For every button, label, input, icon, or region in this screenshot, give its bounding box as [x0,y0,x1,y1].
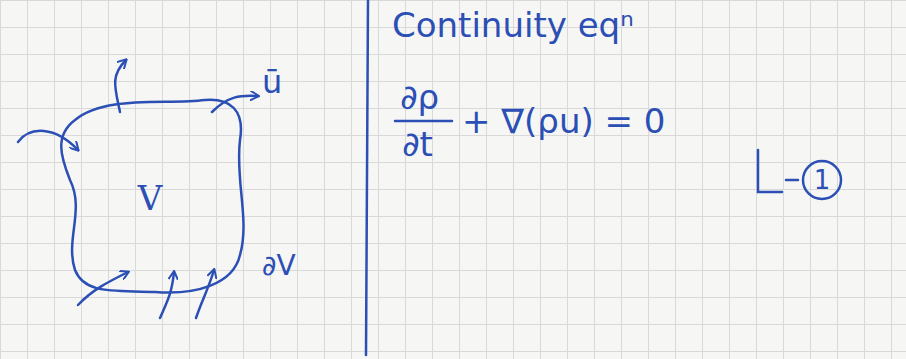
equation-tag-circle [803,161,841,199]
control-volume: V [45,80,255,310]
flux-arrow [18,131,78,150]
flux-arrow [160,272,174,318]
equation-tag-leader [758,150,798,192]
fraction-denominator: ∂t [402,127,433,161]
equation-body: + ∇(ρu) = 0 [462,104,665,138]
fraction-numerator: ∂ρ [400,80,439,114]
fraction-bar [395,120,452,123]
velocity-label: ū [262,66,282,98]
boundary-label: ∂V [262,252,296,280]
equation-number: 1 [814,167,831,193]
divider-line [366,0,368,355]
volume-label: V [138,181,163,215]
heading-note: Continuity eqⁿ [392,8,634,42]
flux-arrow [196,270,214,318]
